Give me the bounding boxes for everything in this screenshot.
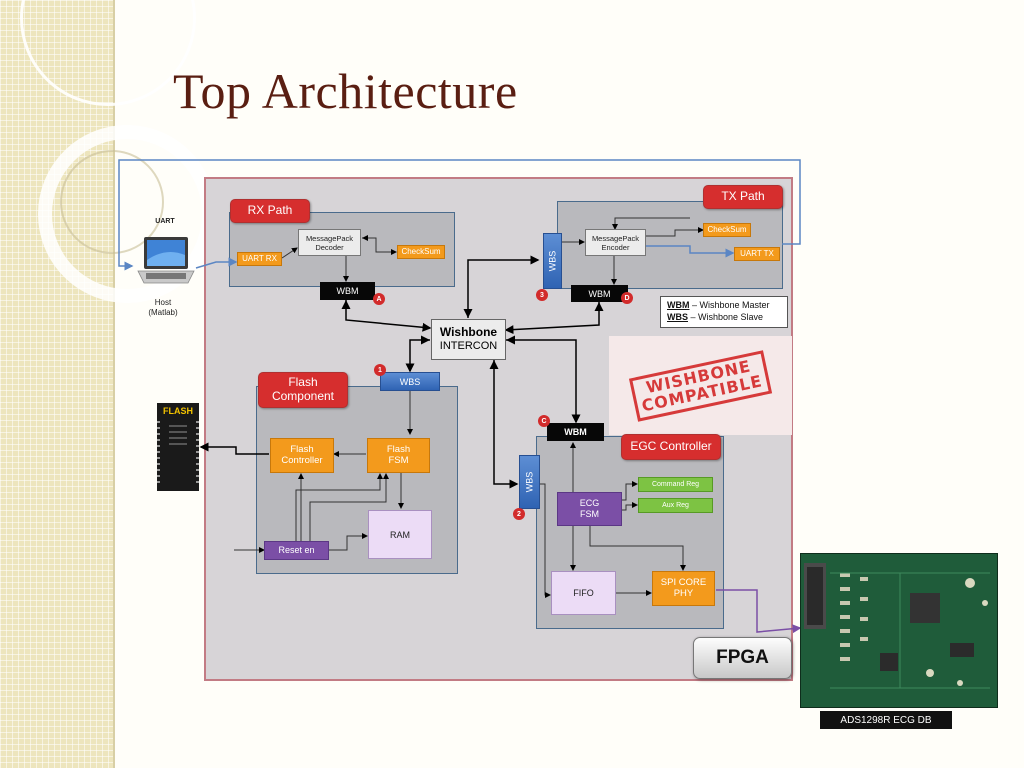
- host-name: Host: [154, 298, 172, 307]
- tx-wbs-text: WBS: [547, 250, 558, 272]
- intercon-line-1: Wishbone: [439, 325, 498, 340]
- wishbone-intercon: Wishbone INTERCON: [431, 319, 506, 360]
- slide-title: Top Architecture: [173, 63, 518, 119]
- legend-wbm-text: – Wishbone Master: [689, 300, 770, 310]
- rx-path-label: RX Path: [230, 199, 310, 223]
- rx-checksum-block: CheckSum: [397, 245, 445, 259]
- flash-wbs-block: WBS: [380, 372, 440, 391]
- flash-fsm-line-1: Flash: [386, 443, 411, 455]
- egc-wbm-badge: C: [538, 415, 550, 427]
- decoder-line-1: MessagePack: [305, 233, 354, 243]
- uart-tx-block: UART TX: [734, 247, 780, 261]
- legend-wbs-text: – Wishbone Slave: [688, 312, 764, 323]
- tx-wbs-badge: 3: [536, 289, 548, 301]
- ecg-fsm-line-2: FSM: [579, 509, 599, 519]
- flash-controller-line-2: Controller: [281, 454, 323, 466]
- tx-checksum-block: CheckSum: [703, 223, 751, 237]
- wishbone-compatible-stamp: WISHBONE COMPATIBLE: [629, 349, 772, 422]
- legend-wbm-row: WBM – Wishbone Master: [667, 299, 781, 311]
- laptop-icon: [137, 237, 195, 284]
- aux-reg-block: Aux Reg: [638, 498, 713, 513]
- spi-line-2: PHY: [673, 587, 694, 599]
- flash-chip-pins: [157, 421, 199, 483]
- flash-label-line-1: Flash: [288, 375, 318, 390]
- tx-path-label: TX Path: [703, 185, 783, 209]
- fifo-block: FIFO: [551, 571, 616, 615]
- uart-label: UART: [155, 218, 175, 225]
- ram-block: RAM: [368, 510, 432, 559]
- legend-wbs-abbr: WBS: [667, 312, 688, 323]
- flash-wbs-badge: 1: [374, 364, 386, 376]
- uart-rx-block: UART RX: [237, 252, 282, 266]
- egc-wbs-badge: 2: [513, 508, 525, 520]
- tx-wbs-block: WBS: [543, 233, 562, 289]
- encoder-line-2: Encoder: [601, 242, 630, 252]
- egc-wbs-text: WBS: [524, 471, 535, 493]
- decorative-sidebar: [0, 0, 113, 768]
- legend-wbm-abbr: WBM: [667, 300, 690, 310]
- command-reg-block: Command Reg: [638, 477, 713, 492]
- tx-wbm-block: WBM: [571, 285, 628, 302]
- sidebar-edge: [113, 0, 115, 768]
- decoder-line-2: Decoder: [315, 242, 344, 252]
- tx-wbm-badge: D: [621, 292, 633, 304]
- reset-enable-block: Reset en: [264, 541, 329, 560]
- flash-label-line-2: Component: [271, 389, 335, 403]
- host-label: Host (Matlab): [138, 298, 188, 317]
- ecg-board-image: [800, 553, 998, 708]
- flash-chip-label: FLASH: [163, 406, 193, 416]
- stamp-background: WISHBONE COMPATIBLE: [609, 336, 792, 435]
- encoder-line-1: MessagePack: [591, 233, 640, 243]
- flash-chip: FLASH: [157, 403, 199, 491]
- flash-controller-line-1: Flash: [290, 443, 314, 455]
- intercon-line-2: INTERCON: [439, 340, 498, 353]
- egc-wbs-block: WBS: [519, 455, 540, 509]
- spi-line-1: SPI CORE: [660, 576, 707, 588]
- legend-wbs-row: WBS – Wishbone Slave: [667, 311, 781, 323]
- rx-wbm-block: WBM: [320, 282, 375, 300]
- ecg-fsm-line-1: ECG: [579, 498, 600, 509]
- egc-wbm-block: WBM: [547, 423, 604, 441]
- fpga-label: FPGA: [693, 637, 792, 679]
- rx-wbm-badge: A: [373, 293, 385, 305]
- flash-fsm-line-2: FSM: [388, 454, 409, 466]
- host-subtitle: (Matlab): [148, 307, 178, 317]
- ecg-board-label: ADS1298R ECG DB: [820, 711, 952, 729]
- abbreviation-legend: WBM – Wishbone Master WBS – Wishbone Sla…: [660, 296, 788, 328]
- egc-controller-label: EGC Controller: [621, 434, 721, 460]
